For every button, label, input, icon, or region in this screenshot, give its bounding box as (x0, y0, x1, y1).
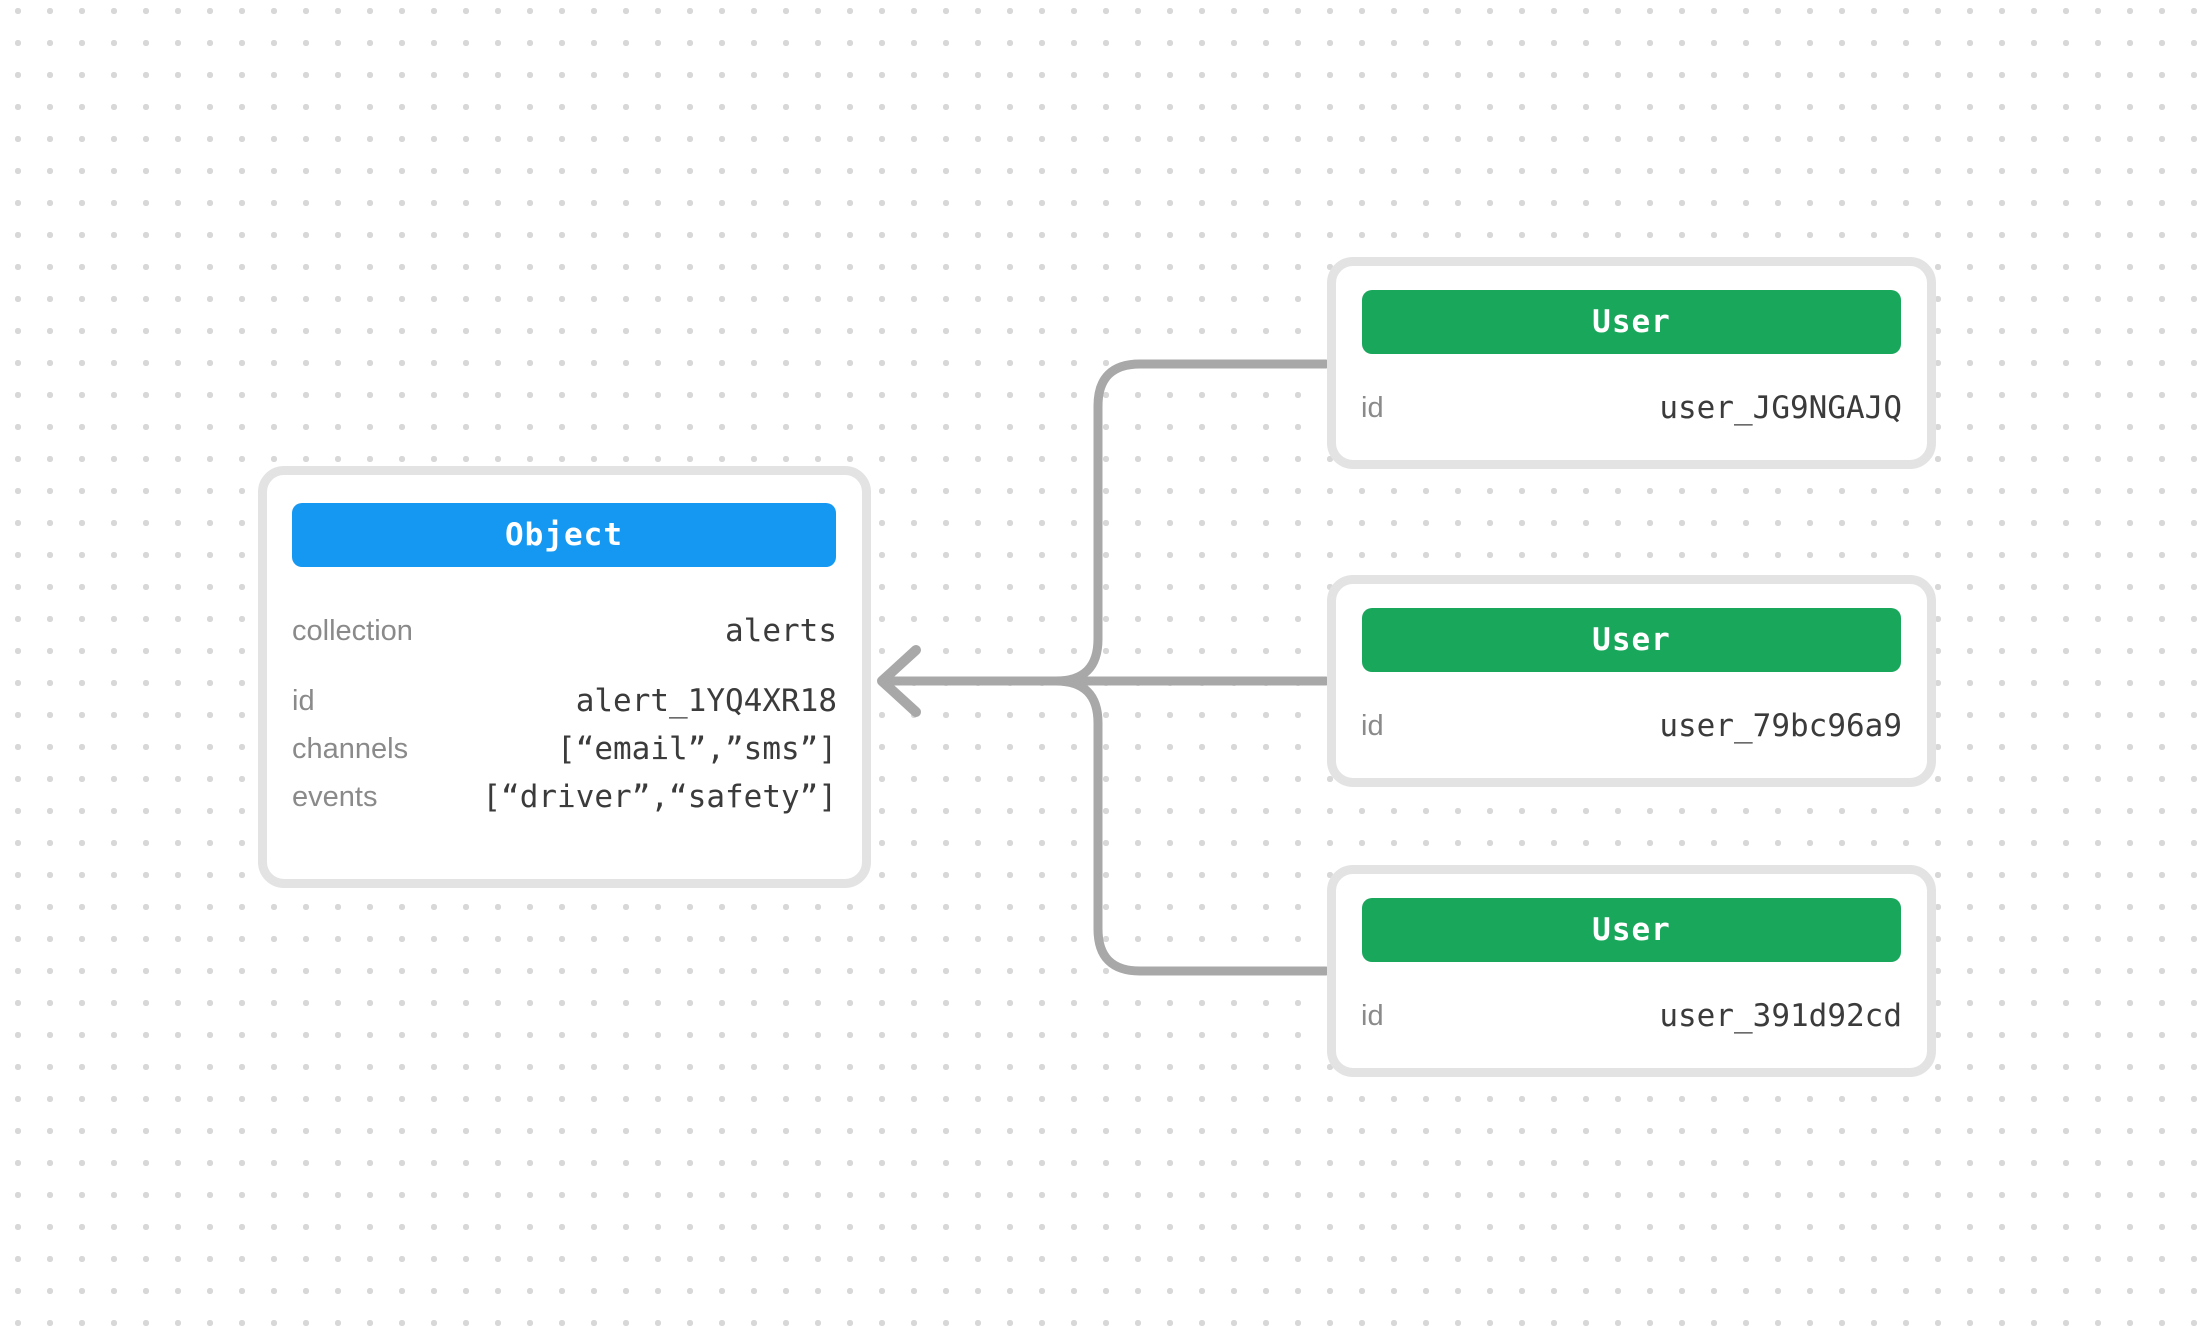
field-label: collection (292, 614, 413, 647)
field-label: events (292, 780, 378, 813)
field-value: alert_1YQ4XR18 (575, 683, 837, 719)
object-row-events: events [“driver”,“safety”] (292, 777, 837, 817)
field-value: alerts (725, 613, 837, 649)
user-row-id: id user_79bc96a9 (1361, 706, 1902, 746)
field-label: id (292, 684, 315, 717)
user-row-id: id user_391d92cd (1361, 996, 1902, 1036)
object-node-card[interactable]: Object collection alerts id alert_1YQ4XR… (258, 466, 871, 888)
field-value: [“driver”,“safety”] (482, 779, 837, 815)
user-node-card[interactable]: User id user_JG9NGAJQ (1327, 257, 1936, 469)
field-label: id (1361, 391, 1384, 424)
field-value: user_391d92cd (1659, 998, 1902, 1034)
user-row-id: id user_JG9NGAJQ (1361, 388, 1902, 428)
object-row-id: id alert_1YQ4XR18 (292, 681, 837, 721)
user-card-header: User (1362, 608, 1901, 672)
user-card-header: User (1362, 290, 1901, 354)
field-label: id (1361, 709, 1384, 742)
field-label: channels (292, 732, 409, 765)
object-row-channels: channels [“email”,”sms”] (292, 729, 837, 769)
field-value: user_JG9NGAJQ (1659, 390, 1902, 426)
field-value: user_79bc96a9 (1659, 708, 1902, 744)
arrow-left-icon (877, 645, 921, 717)
user-node-card[interactable]: User id user_79bc96a9 (1327, 575, 1936, 787)
field-value: [“email”,”sms”] (557, 731, 837, 767)
user-node-card[interactable]: User id user_391d92cd (1327, 865, 1936, 1077)
object-row-collection: collection alerts (292, 611, 837, 651)
object-card-header: Object (292, 503, 836, 567)
user-card-header: User (1362, 898, 1901, 962)
connector-edge-top[interactable] (1031, 359, 1331, 686)
field-label: id (1361, 999, 1384, 1032)
connector-edge-bottom[interactable] (1031, 676, 1331, 976)
